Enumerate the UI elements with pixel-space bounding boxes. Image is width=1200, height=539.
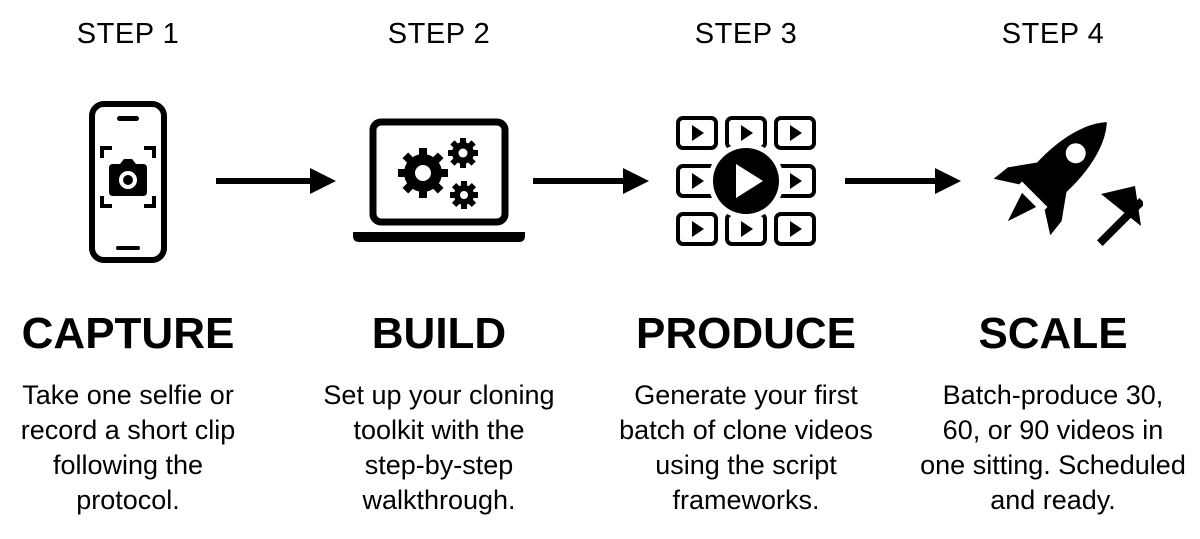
step-title: SCALE: [978, 309, 1128, 358]
video-grid-play-icon: [596, 92, 896, 272]
description-line: following the: [52, 450, 204, 480]
description-line: batch of clone videos: [619, 415, 873, 445]
arrow-right-icon: [843, 163, 967, 204]
step-description: Generate your first batch of clone video…: [596, 378, 896, 518]
laptop-gears-icon: [289, 92, 589, 272]
step-label: STEP 2: [387, 18, 491, 50]
description-line: step-by-step: [364, 450, 514, 480]
phone-camera-icon: [0, 92, 278, 272]
step-title: BUILD: [371, 309, 507, 358]
description-line: walkthrough.: [362, 485, 516, 515]
step-3: STEP 3: [596, 0, 896, 539]
step-label: STEP 4: [1001, 18, 1105, 50]
description-line: Take one selfie or: [22, 380, 234, 410]
description-line: Batch-produce 30,: [942, 380, 1164, 410]
step-4: STEP 4 SCALE Batch-produce 30, 60, or 90…: [903, 0, 1200, 539]
step-description: Take one selfie or record a short clip f…: [0, 378, 278, 518]
step-label: STEP 1: [76, 18, 180, 50]
step-description: Batch-produce 30, 60, or 90 videos in on…: [903, 378, 1200, 518]
step-1: STEP 1 CAPTURE Take one selfie or record…: [0, 0, 278, 539]
description-line: Set up your cloning: [323, 380, 555, 410]
step-title: CAPTURE: [21, 309, 235, 358]
arrow-right-icon: [214, 163, 338, 204]
description-line: Generate your first: [634, 380, 858, 410]
description-line: record a short clip: [20, 415, 236, 445]
description-line: toolkit with the: [353, 415, 525, 445]
step-description: Set up your cloning toolkit with the ste…: [289, 378, 589, 518]
step-title: PRODUCE: [635, 309, 857, 358]
step-2: STEP 2: [289, 0, 589, 539]
arrow-right-icon: [531, 163, 655, 204]
description-line: one sitting. Scheduled: [920, 450, 1186, 480]
description-line: frameworks.: [672, 485, 820, 515]
description-line: using the script: [655, 450, 837, 480]
step-label: STEP 3: [694, 18, 798, 50]
description-line: protocol.: [76, 485, 180, 515]
description-line: 60, or 90 videos in: [942, 415, 1164, 445]
description-line: and ready.: [990, 485, 1116, 515]
rocket-growth-icon: [903, 92, 1200, 272]
